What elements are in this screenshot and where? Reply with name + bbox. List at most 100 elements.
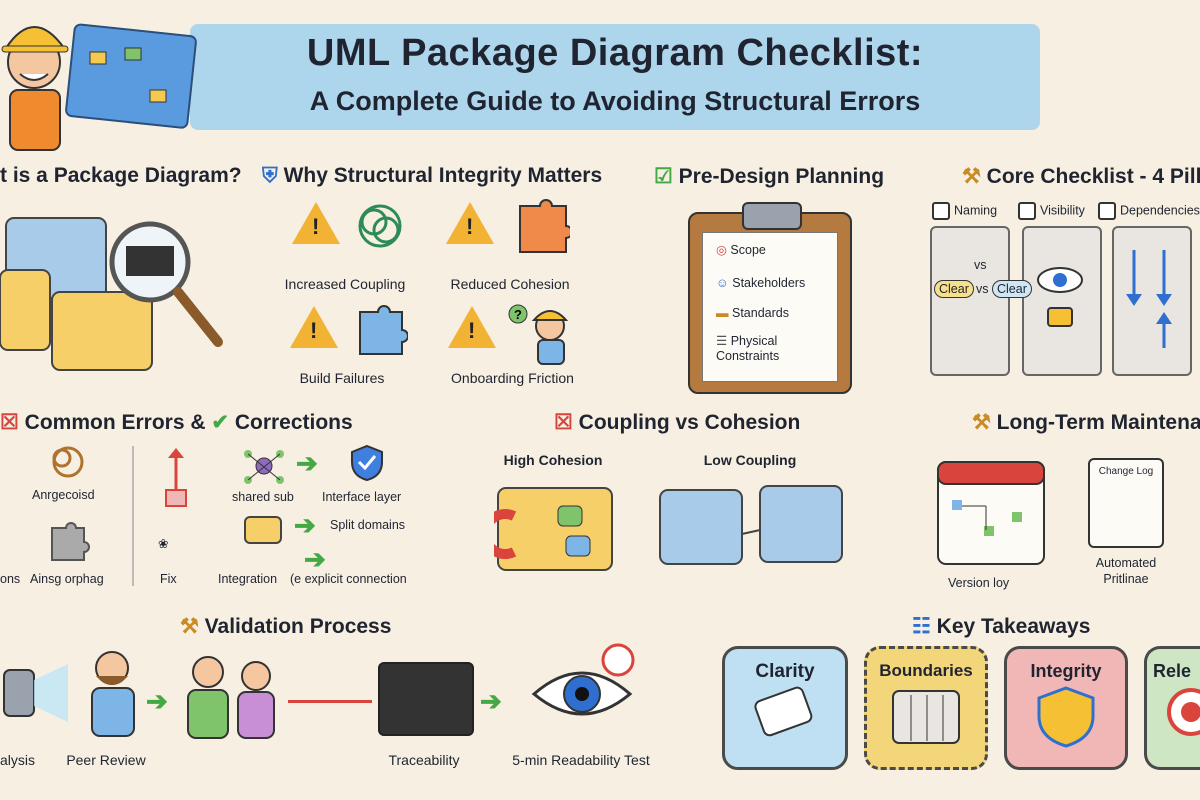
heading-pre-design: ☑ Pre-Design Planning (654, 164, 884, 189)
why-label-onboarding: Onboarding Friction (451, 370, 574, 386)
target-icon: ◎ (716, 243, 727, 257)
arrow-right-icon: ➔ (146, 686, 168, 716)
correction-label: Interface layer (322, 490, 402, 504)
pre-design-item-label: Scope (730, 243, 766, 257)
why-label-cohesion: Reduced Cohesion (450, 276, 570, 292)
low-coupling-folders (659, 485, 843, 565)
pre-design-item-label: Stakeholders (732, 276, 806, 290)
pre-design-item: ▬ Standards (716, 306, 789, 320)
tangle-icon (52, 446, 84, 478)
heading-core-text: Core Checklist - 4 Pill (986, 165, 1200, 188)
pillar-dependencies (1112, 226, 1192, 376)
x-box-icon: ☒ (0, 411, 19, 434)
divider (132, 446, 134, 586)
checkbox-check-icon: ☑ (654, 165, 673, 188)
gray-puzzle-icon (51, 522, 90, 561)
takeaway-label: Boundaries (879, 661, 973, 680)
eye-lock-icon (1037, 267, 1083, 327)
clipboard-clip (742, 202, 802, 230)
folder-icon (244, 516, 282, 544)
clipboard (688, 202, 852, 394)
arrow-right-icon: ➔ (480, 686, 502, 716)
checkbox-icon (932, 202, 950, 220)
pre-design-item: ☰ Physical Constraints (716, 334, 826, 364)
check-visibility-label: Visibility (1040, 203, 1085, 218)
warning-icon (448, 306, 496, 348)
svg-text:?: ? (514, 307, 522, 322)
heading-takeaways-text: Key Takeaways (936, 615, 1091, 638)
heading-why-text: Why Structural Integrity Matters (283, 164, 603, 187)
takeaway-label: Integrity (1030, 661, 1102, 681)
peer-reviewer-illustration (91, 651, 135, 737)
correction-label: shared sub (232, 490, 294, 504)
changelog-notebook: Change Log (1088, 458, 1164, 548)
heading-corrections-text: Corrections (234, 411, 353, 434)
check-visibility: Visibility (1018, 202, 1085, 220)
arrow-right-icon: ➔ (304, 544, 326, 574)
package-folders-illustration (0, 217, 223, 371)
check-dependencies: Dependencies (1098, 202, 1200, 220)
tangled-knot-icon (358, 204, 402, 248)
heading-errors-text: Common Errors & (24, 411, 206, 434)
worker-question-icon: ? (508, 304, 569, 365)
why-label-coupling: Increased Coupling (284, 276, 406, 292)
changelog-title: Change Log (1098, 466, 1154, 477)
takeaway-card-boundaries: Boundaries (864, 646, 988, 770)
check-dependencies-label: Dependencies (1120, 203, 1200, 218)
gate-icon (892, 690, 960, 744)
speech-bubble: Clear (934, 280, 974, 298)
heading-core-checklist: ⚒ Core Checklist - 4 Pill (962, 164, 1200, 189)
why-label-build: Build Failures (299, 370, 385, 386)
maintenance-label: Version loy (948, 576, 1010, 590)
construction-worker-illustration (1, 23, 197, 151)
heading-why-integrity: ⛨ Why Structural Integrity Matters (262, 164, 602, 188)
error-label-b: ons (0, 572, 21, 586)
takeaway-label: Rele (1153, 661, 1192, 681)
pre-design-item: ☺ Stakeholders (716, 276, 805, 290)
correction-label: Integration (218, 572, 278, 586)
pair-review-illustration (187, 656, 275, 739)
scanner-icon (3, 664, 68, 722)
heading-maintenance-text: Long-Term Maintena (996, 411, 1200, 434)
shield-icon: ⛨ (262, 164, 278, 187)
page-title: UML Package Diagram Checklist: (306, 32, 924, 74)
x-box-icon: ☒ (554, 411, 573, 434)
checkbox-icon (1018, 202, 1036, 220)
heading-key-takeaways: ☷ Key Takeaways (912, 614, 1090, 639)
code-window-icon (378, 662, 474, 736)
high-cohesion-folder (494, 487, 613, 571)
takeaway-card-integrity: Integrity (1004, 646, 1128, 770)
broken-dependency-icon (165, 448, 187, 507)
label-low-coupling: Low Coupling (703, 452, 797, 468)
people-icon: ☺ (716, 276, 729, 290)
check-naming: Naming (932, 202, 997, 220)
warning-icon (290, 306, 338, 348)
shield-check-icon (351, 444, 383, 482)
validation-label: 5-min Readability Test (512, 752, 650, 768)
clipboard-icon: ☷ (912, 615, 931, 638)
ruler-icon: ▬ (716, 306, 729, 320)
vs-label: vs (974, 258, 987, 272)
wrench-icon: ⚒ (180, 615, 199, 638)
puzzle-piece-icon (519, 199, 570, 253)
wrench-icon: ⚒ (962, 165, 981, 188)
heading-validation-text: Validation Process (204, 615, 392, 638)
pre-design-item-label: Standards (731, 306, 789, 320)
heading-what-is: t is a Package Diagram? (0, 164, 242, 187)
heading-common-errors: ☒ Common Errors & ✔ Corrections (0, 410, 353, 435)
maintenance-label: Automated (1095, 556, 1157, 570)
clipboard-paper (702, 232, 838, 382)
flow-arrow-line (288, 700, 372, 703)
hub-icon (244, 450, 284, 484)
label-high-cohesion: High Cohesion (503, 452, 603, 468)
puzzle-piece-icon (359, 305, 408, 355)
target-icon (1167, 688, 1200, 736)
correction-label: (e explicit connection (290, 572, 407, 586)
check-naming-label: Naming (954, 203, 998, 218)
takeaway-card-clarity: Clarity (722, 646, 848, 770)
pre-design-item-label: Physical Constraints (716, 334, 780, 363)
takeaway-label: Clarity (755, 661, 815, 682)
validation-label: alysis (0, 752, 36, 768)
pillar-naming (930, 226, 1010, 376)
arrow-right-icon: ➔ (296, 448, 318, 478)
